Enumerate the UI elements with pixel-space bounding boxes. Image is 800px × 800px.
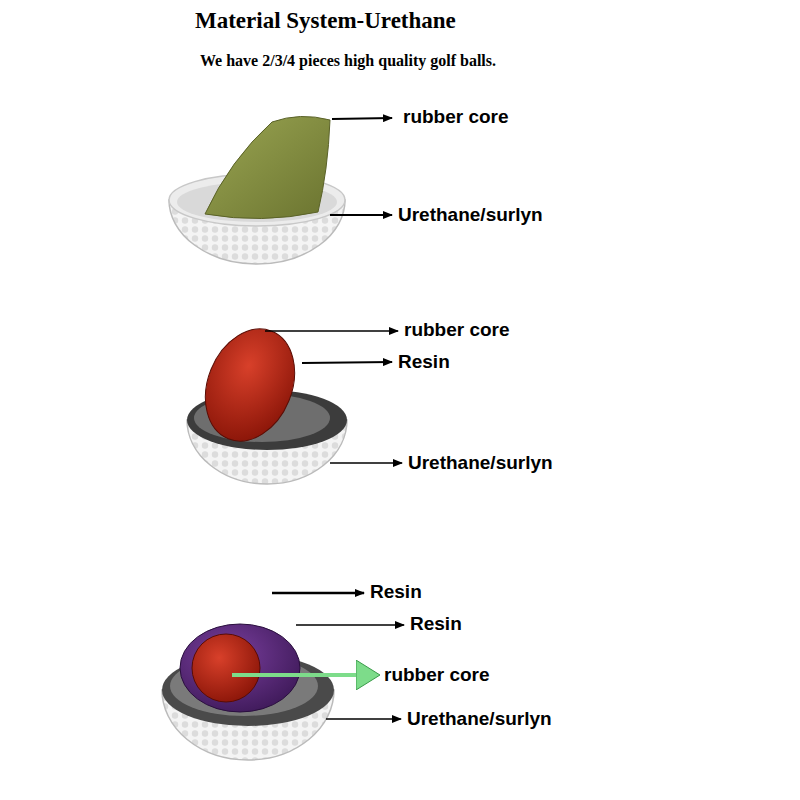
rubber-core — [192, 634, 260, 702]
resin-layer — [180, 624, 300, 712]
subtitle: We have 2/3/4 pieces high quality golf b… — [200, 52, 496, 70]
leader-arrow — [332, 118, 392, 119]
leader-arrow — [326, 718, 401, 720]
leader-arrow — [265, 330, 398, 332]
part-label: rubber core — [402, 319, 512, 341]
rubber-core — [189, 315, 310, 454]
leader-arrow — [232, 673, 378, 677]
part-label: Urethane/surlyn — [405, 708, 554, 730]
rubber-core — [205, 116, 330, 218]
leader-arrow — [296, 624, 404, 626]
leader-arrow — [302, 362, 392, 363]
part-label: rubber core — [401, 106, 511, 128]
part-label: Resin — [368, 581, 424, 603]
leader-arrow — [330, 462, 402, 464]
part-label: Urethane/surlyn — [396, 204, 545, 226]
part-label: Resin — [408, 613, 464, 635]
leader-arrow — [272, 592, 364, 595]
leader-arrow — [330, 214, 392, 216]
part-label: rubber core — [382, 664, 492, 686]
part-label: Resin — [396, 351, 452, 373]
part-label: Urethane/surlyn — [406, 452, 555, 474]
diagram-title: Material System-Urethane — [195, 8, 456, 34]
